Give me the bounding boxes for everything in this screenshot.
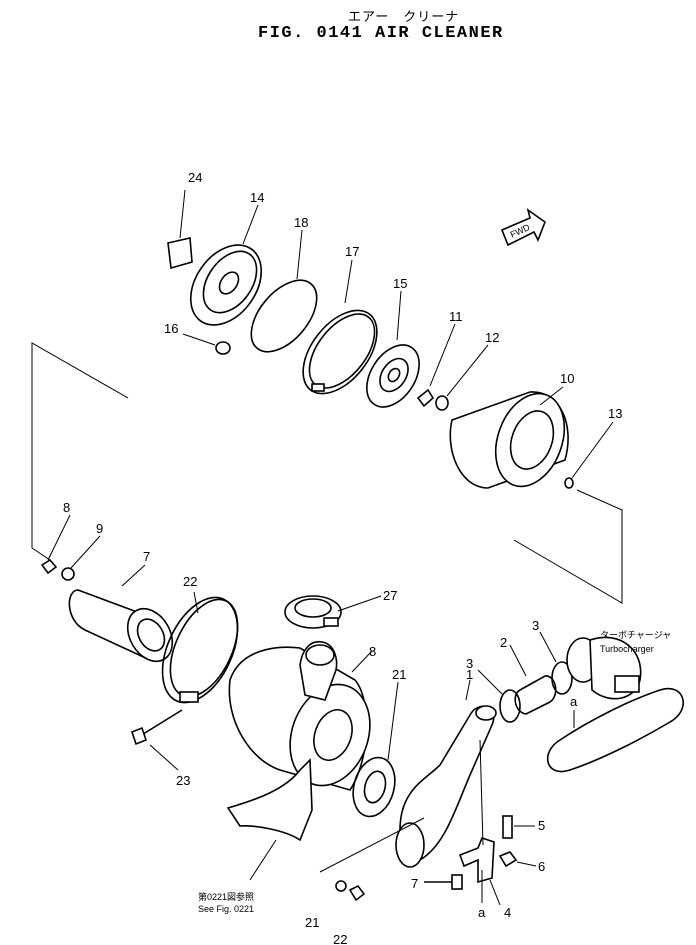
callout-22: 22 [333,932,347,945]
callout-5: 5 [538,818,545,833]
turbocharger [546,636,684,773]
part-7-bolt [424,874,463,890]
mounting-bracket-reference [226,758,313,881]
part-12-outer-element [449,386,569,489]
callout-15: 13 [608,406,622,421]
part-9-inner-element [68,564,174,663]
connection-marker-a-bottom: a [478,905,486,920]
part-14-washer [435,344,489,411]
part-23-washer [319,817,425,892]
part-18-valve [182,333,231,355]
part-6-nut [498,851,537,868]
part-26-label-plate [167,189,193,270]
part-11-washer [61,535,101,581]
part-2-hose [509,644,557,715]
callout-13: 11 [449,309,463,324]
turbocharger-label-jp: ターボチャージャ [600,630,671,640]
part-3-hose-clamp-a [477,669,521,723]
callout-24: 22 [183,574,197,589]
part-17-disc-cover [366,290,420,408]
callout-23: 21 [305,915,319,930]
callout-19: 17 [345,244,359,259]
callout-1: 1 [466,667,473,682]
callout-2: 2 [500,635,507,650]
part-27-rain-cap [284,595,382,629]
callout-11: 9 [96,521,103,536]
callout-10: 8 [63,500,70,515]
part-15-seal [564,421,614,489]
part-20-o-ring [250,229,318,353]
callout-3a: 3 [466,656,473,671]
part-16-cover [189,204,263,326]
assembly-bracket-lines [31,342,623,604]
part-24-mounting-band [161,591,239,704]
part-5-bolt [502,815,535,839]
callout-16: 14 [250,190,264,205]
part-21-flange-gasket [352,681,399,818]
callout-3b: 3 [532,618,539,633]
turbocharger-label-en: Turbocharger [600,644,654,654]
see-figure-jp: 第0221図参照 [198,891,254,902]
part-22-nut [348,884,366,902]
callout-17: 15 [393,276,407,291]
title-japanese: エアー クリーナ [348,10,460,25]
part-19-clamp-ring [302,259,378,395]
callout-21: 21 [392,667,406,682]
callout-6: 6 [538,859,545,874]
callout-14: 12 [485,330,499,345]
callout-20: 18 [294,215,308,230]
callout-18: 16 [164,321,178,336]
callout-12: 10 [560,371,574,386]
callout-4: 4 [504,905,511,920]
callout-25: 23 [176,773,190,788]
forward-direction-arrow: FWD [500,208,546,247]
connection-marker-a-top: a [570,694,578,709]
part-4-support-bracket [458,739,501,906]
part-3-hose-clamp-b [539,631,573,695]
callout-26: 24 [188,170,202,185]
part-13-wing-nut [416,323,456,408]
part-25-long-bolt [131,709,183,771]
see-figure-en: See Fig. 0221 [198,904,254,914]
part-1-intake-elbow [395,679,497,868]
callout-8: 8 [369,644,376,659]
callout-27: 27 [383,588,397,603]
callout-7: 7 [411,876,418,891]
part-10-nut [40,514,71,575]
figure-title: FIG. 0141 AIR CLEANER [258,24,504,43]
callout-9: 7 [143,549,150,564]
